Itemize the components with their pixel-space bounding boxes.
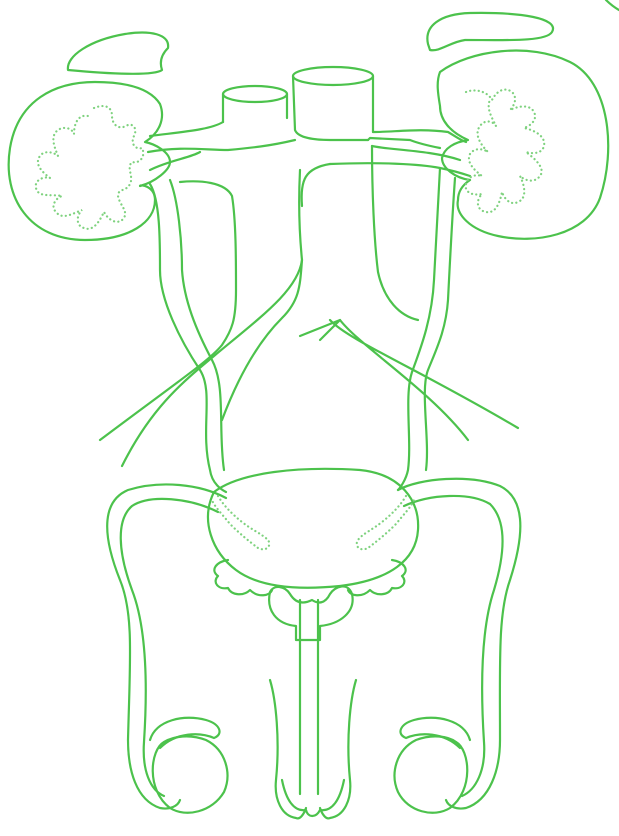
glans — [282, 780, 344, 816]
aorta-top — [293, 67, 373, 85]
prostate — [269, 586, 352, 640]
vena-cava — [223, 94, 287, 122]
diagram-outline — [9, 0, 619, 818]
dotted-internal-structures — [36, 90, 544, 550]
left-vas-deferens — [107, 484, 226, 808]
vena-cava-top — [223, 86, 287, 102]
left-ureter — [150, 180, 226, 492]
right-adrenal-gland — [427, 13, 553, 50]
corner-mark — [606, 0, 619, 10]
aorta-right-wall — [372, 146, 418, 320]
right-vas-deferens — [398, 479, 520, 809]
right-ureter-orifice-dots — [357, 496, 414, 549]
left-kidney — [9, 82, 170, 240]
right-kidney — [438, 51, 609, 239]
left-testis — [153, 736, 228, 812]
right-testis — [395, 736, 468, 812]
left-adrenal-gland — [68, 33, 168, 74]
right-ureter — [398, 168, 455, 490]
left-renal-vessels — [148, 122, 295, 170]
iliac-bifurcation — [300, 320, 340, 340]
right-renal-pelvis-dots — [466, 90, 545, 213]
right-renal-vessels — [330, 130, 470, 176]
left-renal-pelvis-dots — [36, 106, 144, 229]
aorta-descending — [302, 164, 330, 206]
left-seminal-vesicle — [214, 560, 272, 595]
left-ureter-orifice-dots — [212, 496, 269, 549]
bladder — [208, 469, 418, 588]
urethra — [300, 600, 318, 794]
left-iliac-vessel-inner — [122, 170, 302, 466]
